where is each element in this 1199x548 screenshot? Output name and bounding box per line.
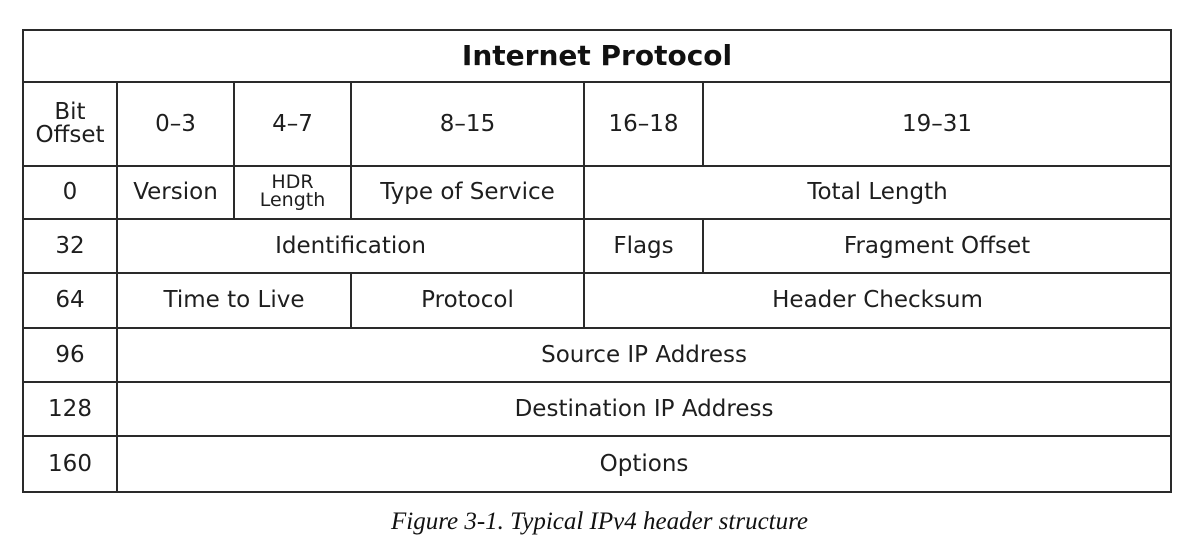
hdr-length-line-1: HDR	[271, 171, 314, 194]
field-protocol: Protocol	[350, 272, 585, 329]
title-row: Internet Protocol	[21, 29, 1173, 83]
ipv4-header-table: Internet Protocol Bit Offset 0–3 4–7 8–1…	[21, 29, 1173, 493]
row-offset-96: 96	[22, 327, 118, 383]
field-header-checksum: Header Checksum	[582, 272, 1173, 329]
field-version: Version	[116, 165, 235, 220]
field-source-ip-address: Source IP Address	[115, 327, 1173, 383]
table-row: 160 Options	[22, 435, 1173, 493]
field-options: Options	[115, 435, 1173, 493]
bit-range-4-7: 4–7	[233, 81, 352, 167]
field-type-of-service: Type of Service	[350, 165, 585, 220]
field-identification: Identification	[116, 218, 585, 274]
table-row: 96 Source IP Address	[22, 327, 1173, 383]
bit-range-0-3: 0–3	[116, 81, 235, 167]
bit-offset-header: Bit Offset	[22, 81, 118, 167]
hdr-length-line-2: Length	[259, 188, 326, 211]
bit-range-8-15: 8–15	[350, 81, 585, 167]
field-destination-ip-address: Destination IP Address	[115, 381, 1173, 437]
bit-range-16-18: 16–18	[583, 81, 704, 167]
bit-offset-header-line-2: Offset	[35, 121, 105, 148]
row-offset-0: 0	[22, 165, 118, 220]
row-offset-32: 32	[22, 218, 118, 274]
row-offset-64: 64	[22, 272, 118, 329]
table-title: Internet Protocol	[21, 29, 1173, 83]
field-flags: Flags	[583, 218, 704, 274]
row-offset-160: 160	[22, 435, 118, 493]
field-time-to-live: Time to Live	[116, 272, 352, 329]
field-total-length: Total Length	[582, 165, 1173, 220]
bit-range-header-row: Bit Offset 0–3 4–7 8–15 16–18 19–31	[22, 81, 1173, 167]
table-row: 32 Identification Flags Fragment Offset	[22, 218, 1173, 274]
row-offset-128: 128	[22, 381, 118, 437]
table-row: 64 Time to Live Protocol Header Checksum	[22, 272, 1173, 329]
table-row: 128 Destination IP Address	[22, 381, 1173, 437]
table-row: 0 Version HDR Length Type of Service Tot…	[22, 165, 1173, 220]
bit-offset-header-line-1: Bit	[54, 98, 86, 125]
bit-range-19-31: 19–31	[701, 81, 1173, 167]
field-fragment-offset: Fragment Offset	[701, 218, 1173, 274]
figure-caption: Figure 3-1. Typical IPv4 header structur…	[390, 508, 809, 535]
field-hdr-length: HDR Length	[233, 165, 352, 220]
